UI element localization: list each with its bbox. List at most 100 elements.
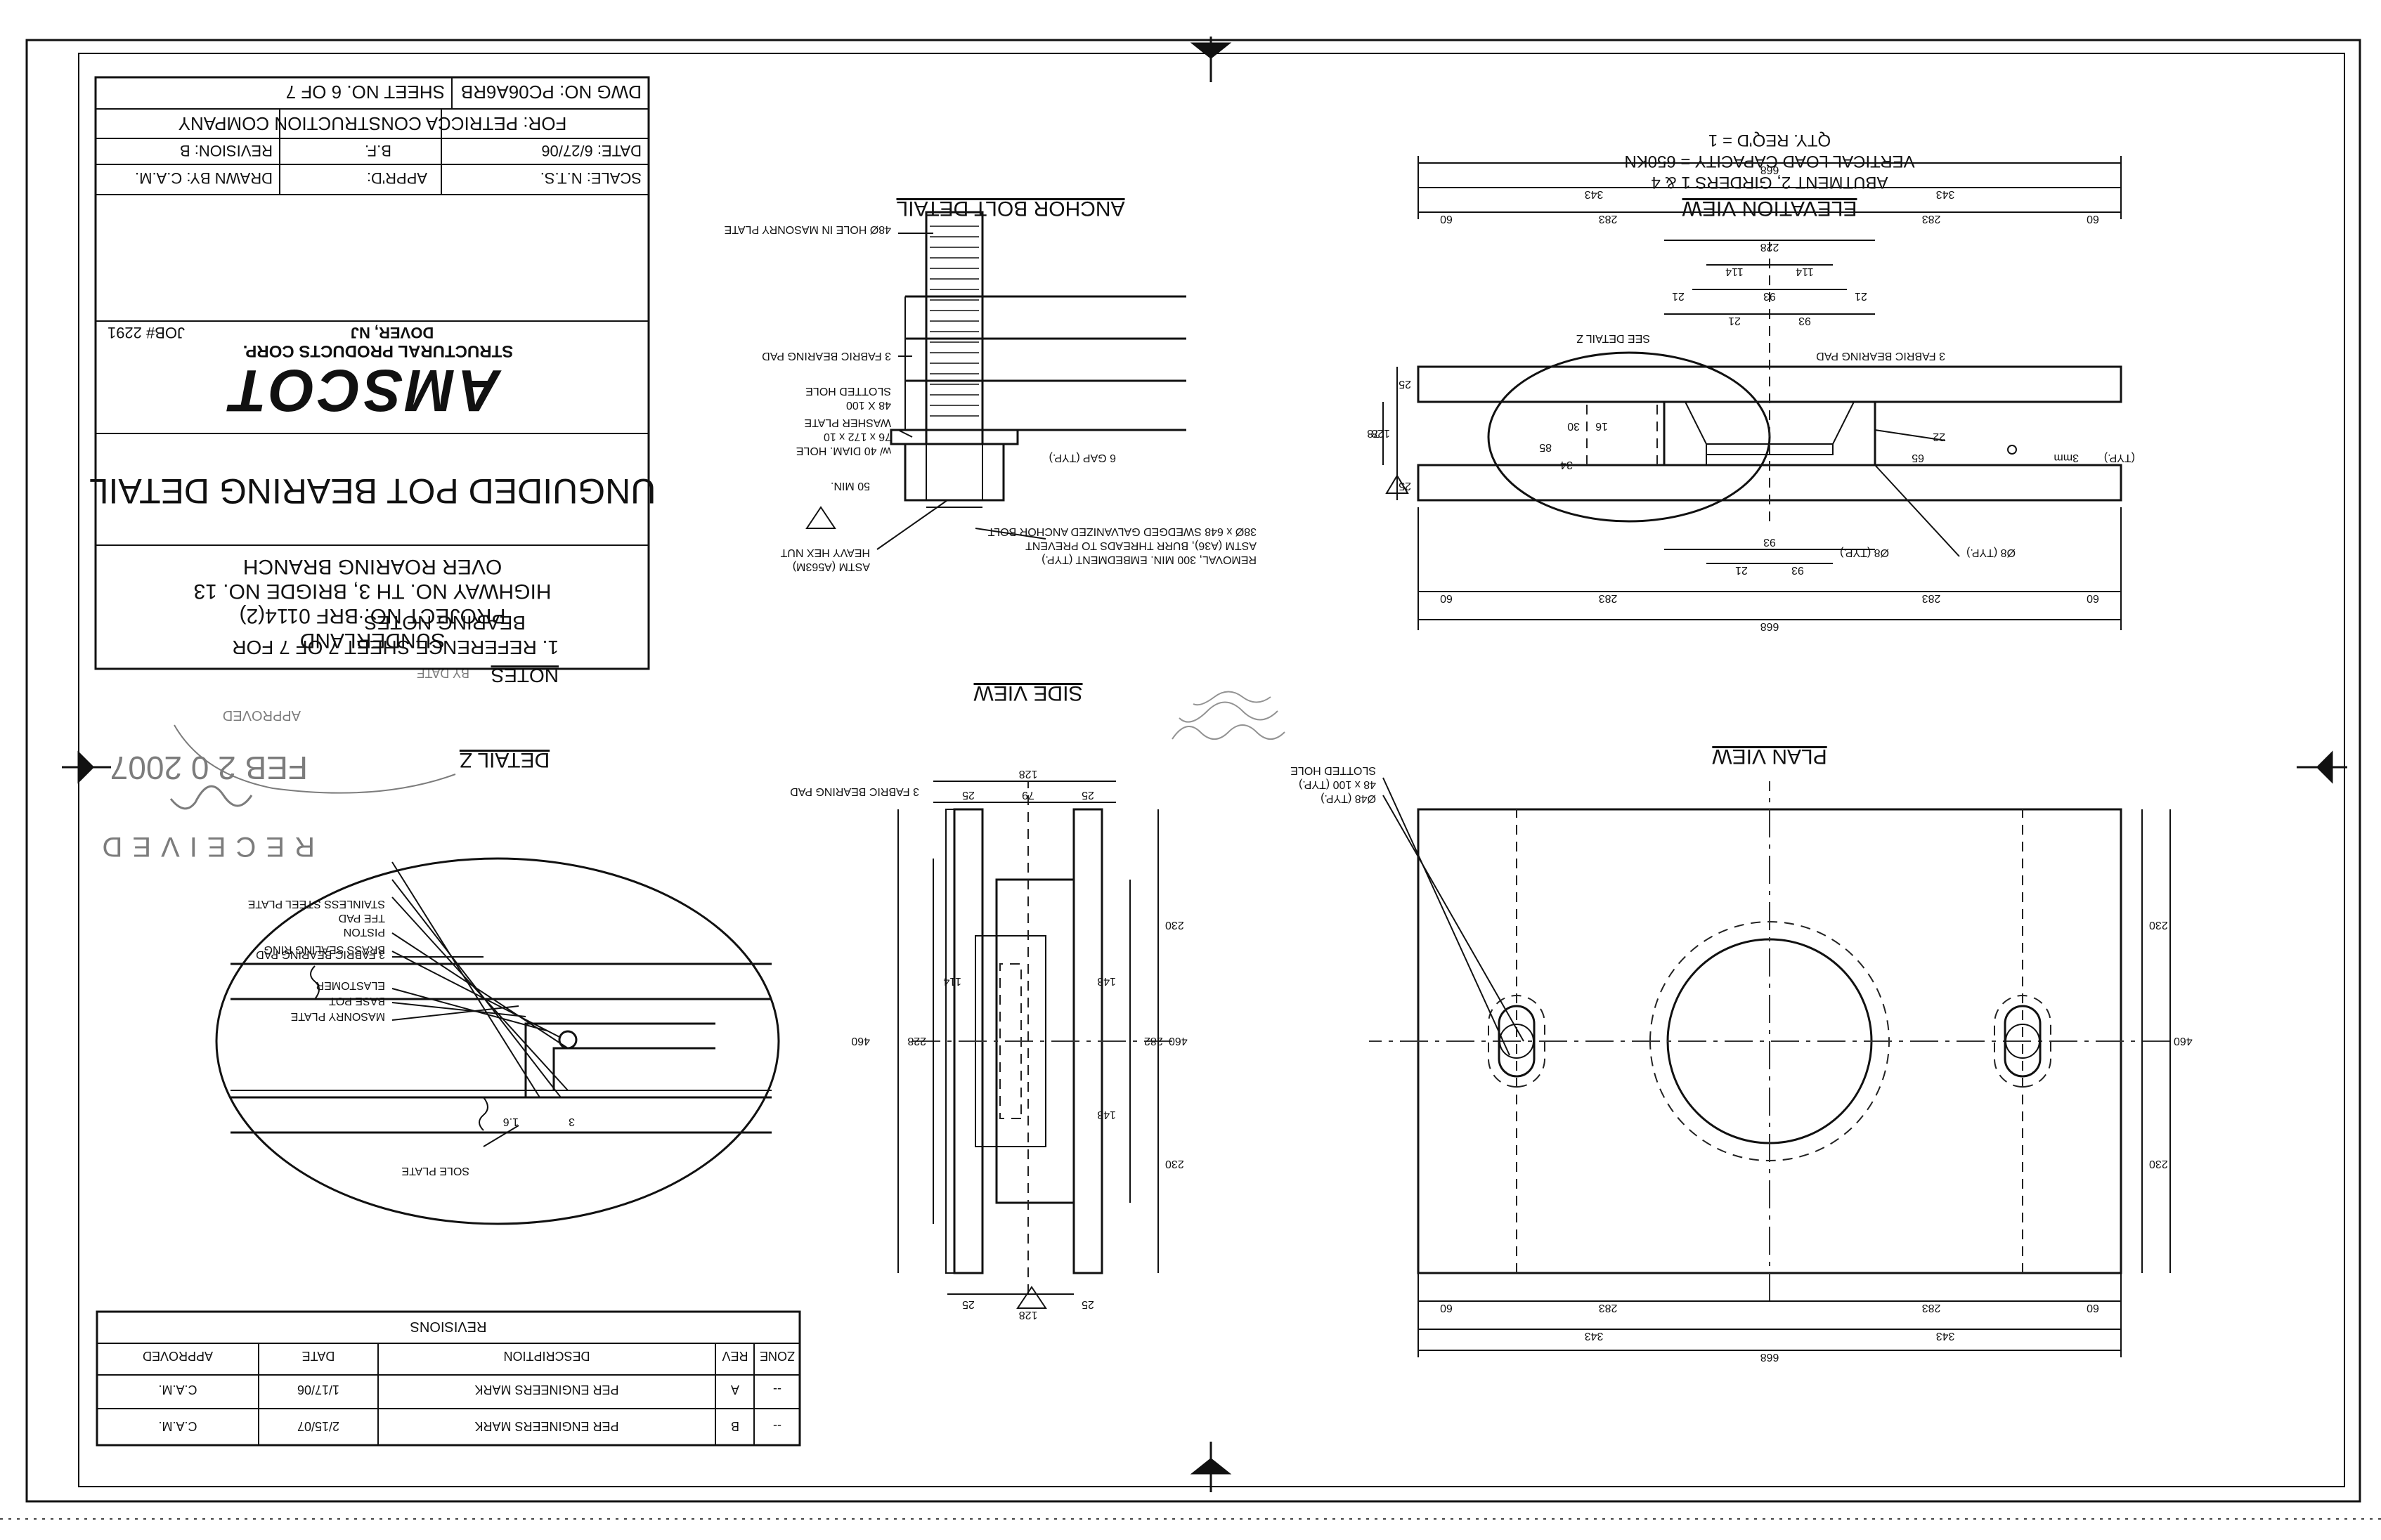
plan-half-1: 343 — [1936, 1330, 1955, 1342]
registration-marks — [62, 37, 2347, 1492]
for-company: FOR: PETRICCA CONSTRUCTION COMPANY — [179, 113, 567, 134]
received-stamp: RECEIVED FEB 2 0 2007 APPROVED BY DATE — [93, 666, 470, 862]
company-logo: AMSCOT — [226, 358, 502, 424]
plan-seg-3: 283 — [1599, 1302, 1618, 1314]
elev-typ: (TYP.) — [2104, 452, 2135, 464]
dz-masonry-plate: MASONRY PLATE — [291, 1010, 385, 1022]
revision-row: -- B PER ENGINEERS MARK 2/15/07 C.A.M. — [158, 1419, 781, 1433]
elev-inner-186-top: 93 — [1763, 290, 1776, 302]
side-view-title: SIDE VIEW — [973, 681, 1083, 705]
side-fabric-pad: 3 FABRIC BEARING PAD — [790, 785, 919, 797]
rev-a-zone: -- — [773, 1383, 781, 1397]
elev-inner-93a: 93 — [1791, 564, 1804, 576]
rev-col-approved: APPROVED — [143, 1349, 213, 1363]
ab-washer-dims: 76 x 172 x 10 — [824, 431, 891, 443]
revision-field: REVISION: B — [180, 142, 273, 159]
rev-col-description: DESCRIPTION — [503, 1349, 590, 1363]
elev-overall-bottom: 668 — [1760, 620, 1779, 632]
side-inner-4: 228 — [907, 1035, 926, 1047]
sheet-number: SHEET NO. 6 OF 7 — [286, 81, 445, 103]
ab-embedment: REMOVAL, 300 MIN. EMBEDMENT (TYP.) — [1042, 554, 1257, 566]
dz-piston: PISTON — [344, 926, 385, 938]
stamp-by-date: BY DATE — [417, 666, 469, 680]
elev-small-85: 85 — [1539, 441, 1552, 453]
dz-base-pot: BASE POT — [329, 995, 385, 1007]
stamp-received: RECEIVED — [93, 831, 316, 862]
elev-seg-3: 283 — [1599, 592, 1618, 604]
side-inner-5: 282 — [1144, 1035, 1163, 1047]
notes-heading: NOTES — [491, 665, 559, 686]
elev-seg-top-3: 283 — [1599, 213, 1618, 225]
elev-half-2: 343 — [1585, 188, 1604, 200]
elev-small-16: 16 — [1595, 420, 1608, 432]
bolt-threads — [930, 226, 979, 417]
scale-field: SCALE: N.T.S. — [540, 169, 642, 187]
rev-a-rev: A — [731, 1383, 739, 1397]
plan-slot-label: SLOTTED HOLE — [1290, 764, 1376, 776]
elev-inner-21a: 21 — [1855, 290, 1867, 302]
rev-b-rev: B — [731, 1419, 739, 1433]
dz-fabric-pad: 3 FABRIC BEARING PAD — [256, 948, 385, 960]
stamp-arc — [174, 724, 456, 794]
elev-inner-114a: 114 — [1796, 266, 1814, 278]
elev-height-78: 78 — [1367, 427, 1380, 439]
drawn-by-field: DRAWN BY: C.A.M. — [135, 169, 273, 187]
side-height-1: 230 — [1165, 1158, 1184, 1170]
approved-field: APPR'D: — [367, 169, 427, 187]
side-overall-top: 128 — [1019, 768, 1038, 780]
elev-seg-top-1: 60 — [2087, 213, 2099, 225]
rev-col-date: DATE — [302, 1349, 335, 1363]
notes-line-1: 1. REFERENCE SHEET 7 OF 7 FOR — [232, 637, 559, 658]
plan-height-3: 460 — [2174, 1035, 2193, 1047]
dz-stainless-plate: STAINLESS STEEL PLATE — [248, 898, 385, 910]
rev-a-date: 1/17/06 — [297, 1383, 339, 1397]
side-bottom-2: 25 — [962, 1298, 975, 1310]
revision-row: -- A PER ENGINEERS MARK 1/17/06 C.A.M. — [158, 1383, 781, 1397]
plan-seg-2: 283 — [1922, 1302, 1941, 1314]
dz-dim-1-6: 1.6 — [503, 1116, 519, 1128]
ab-fabric-pad: 3 FABRIC BEARING PAD — [762, 350, 891, 362]
elev-thick-2: 25 — [1399, 378, 1411, 390]
ab-slotted-hole: SLOTTED HOLE — [805, 385, 891, 397]
dz-brass-ring: BRASS SEALING RING — [264, 944, 386, 955]
elev-inner-93-top-a: 93 — [1798, 315, 1811, 327]
elev-inner-228: 228 — [1760, 241, 1779, 253]
dz-dim-3: 3 — [569, 1116, 575, 1128]
job-number: JOB# 2291 — [108, 324, 185, 341]
project-line-1: SUNDERLAND — [300, 629, 446, 652]
plan-overall: 668 — [1760, 1351, 1779, 1363]
plan-half-2: 343 — [1585, 1330, 1604, 1342]
rev-col-zone: ZONE — [760, 1349, 795, 1363]
side-bottom-1: 25 — [1082, 1298, 1094, 1310]
elev-inner-186: 93 — [1763, 536, 1776, 548]
company-location: DOVER, NJ — [351, 324, 434, 341]
side-inner-2: 148 — [1097, 975, 1116, 987]
side-height-4: 460 — [851, 1035, 870, 1047]
side-view: SIDE VIEW 128 25 79 25 230 230 460 460 1… — [790, 681, 1187, 1321]
ab-washer-plate: WASHER PLATE — [804, 417, 891, 429]
rev-b-description: PER ENGINEERS MARK — [474, 1419, 618, 1433]
stamp-approved: APPROVED — [223, 707, 301, 723]
detail-z-ellipse — [215, 857, 780, 1225]
ab-48-hole: 48Ø HOLE IN MASONRY PLATE — [725, 223, 891, 235]
ab-anchor-bolt: 38Ø x 648 SWEDGED GALVANIZED ANCHOR BOLT — [987, 526, 1257, 537]
elev-small-34: 34 — [1560, 459, 1573, 471]
anchor-bolt-detail: ANCHOR BOLT DETAIL 48Ø HOLE IN MASONRY P… — [725, 197, 1257, 573]
side-bottom-3: 128 — [1019, 1309, 1038, 1321]
ab-50-min: 50 MIN. — [831, 480, 870, 492]
elev-half-1: 343 — [1936, 188, 1955, 200]
plan-hole-label: Ø48 (TYP.) — [1321, 792, 1376, 804]
detail-z-title: DETAIL Z — [460, 748, 550, 771]
elev-seg-1: 60 — [2087, 592, 2099, 604]
notes-line-2: BEARING NOTES. — [358, 612, 526, 634]
elev-hole-typ-2: Ø8 (TYP.) — [1840, 547, 1889, 559]
side-part-1: 25 — [1082, 789, 1094, 801]
notes: NOTES 1. REFERENCE SHEET 7 OF 7 FOR BEAR… — [232, 612, 559, 686]
stamp-signature — [169, 785, 253, 810]
elevation-view: ELEVATION VIEW ABUTMENT 2, GIRDERS 1 & 4… — [1367, 131, 2135, 632]
rev-b-approved: C.A.M. — [158, 1419, 197, 1433]
side-inner-3: 148 — [1097, 1109, 1116, 1121]
ab-48x100: 48 X 100 — [846, 399, 891, 411]
elev-height-128: 128 — [1371, 427, 1390, 439]
